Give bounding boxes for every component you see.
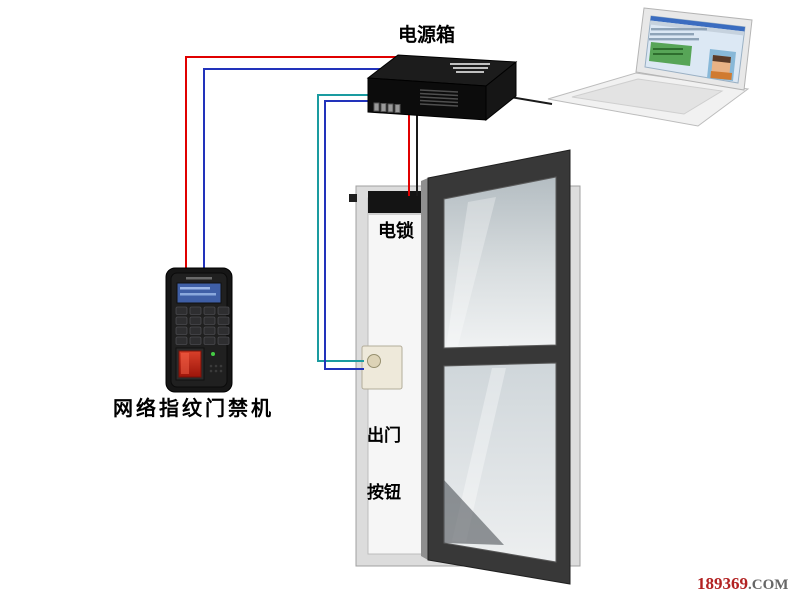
wire-blue-power-to-exit-button — [324, 100, 372, 370]
device-lcd — [176, 282, 222, 304]
keypad-key — [175, 316, 188, 325]
door-edge — [421, 178, 428, 560]
wiring — [185, 56, 553, 370]
wire-blue-device-to-power — [203, 68, 382, 272]
laptop-display-photo — [707, 49, 736, 81]
keypad-key — [217, 316, 230, 325]
exit-button-knob — [367, 354, 381, 368]
electric-lock-label: 电锁 — [378, 221, 414, 241]
glass-reflection-top — [446, 197, 496, 347]
keypad-key — [189, 316, 202, 325]
fingerprint-access-controller — [165, 267, 233, 393]
keypad-key — [189, 326, 202, 335]
keypad-key — [217, 326, 230, 335]
power-box-print — [450, 63, 490, 73]
fingerprint-device-label: 网络指纹门禁机 — [113, 398, 274, 420]
keypad-key — [175, 336, 188, 345]
device-brand-mark — [186, 277, 212, 280]
laptop — [547, 7, 753, 127]
keypad-key — [217, 336, 230, 345]
watermark-suffix: .COM — [748, 577, 789, 593]
door-glass-top — [443, 176, 557, 349]
keypad-key — [203, 336, 216, 345]
glass-shadow-bottom — [444, 480, 504, 545]
power-box-terminals — [373, 102, 401, 113]
exit-button-label-line1: 出门 — [367, 426, 401, 445]
power-box-vents — [419, 89, 459, 107]
keypad-key — [217, 306, 230, 315]
device-fingerprint-sensor — [175, 347, 205, 381]
power-supply-box — [366, 54, 518, 122]
keypad-key — [175, 326, 188, 335]
power-box-front-face — [367, 77, 487, 121]
keypad-key — [175, 306, 188, 315]
exit-button-label-line2: 按钮 — [367, 483, 401, 502]
exit-button-label: 出门 按钮 — [367, 388, 401, 540]
electric-lock-bar-edge — [368, 213, 452, 215]
frame-corner-mark — [349, 194, 357, 202]
laptop-display-text-lines — [649, 28, 707, 41]
keypad-key — [203, 306, 216, 315]
keypad-key — [189, 306, 202, 315]
laptop-display-titlebar — [650, 16, 745, 32]
wire-teal-power-to-exit-button — [317, 94, 372, 362]
watermark-number: 189369 — [697, 574, 748, 593]
keypad-key — [203, 316, 216, 325]
exit-button-plate — [361, 345, 403, 390]
glass-reflection-bottom — [452, 368, 506, 542]
keypad-key — [203, 326, 216, 335]
power-box-label: 电源箱 — [398, 25, 456, 46]
door-assembly — [349, 149, 581, 585]
watermark: 189369.COM — [697, 574, 788, 594]
device-keypad — [175, 306, 230, 345]
device-status-led — [211, 352, 215, 356]
laptop-keyboard — [571, 78, 724, 115]
device-speaker-dots — [209, 364, 223, 373]
laptop-display-green-panel — [649, 42, 692, 66]
keypad-key — [189, 336, 202, 345]
wire-red-device-to-power — [185, 56, 405, 272]
